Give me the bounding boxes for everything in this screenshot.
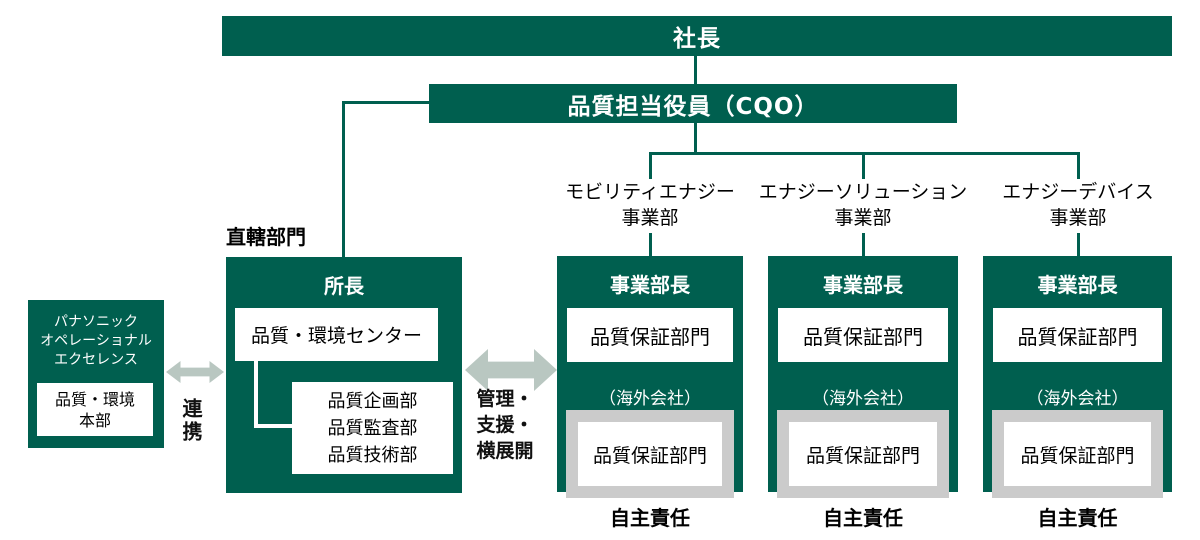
overseas-qa-label: 品質保証部門: [1020, 444, 1135, 467]
qa-department-label: 品質保証部門: [803, 324, 923, 349]
departments-label: 品質企画部 品質監査部 品質技術部: [327, 390, 418, 466]
president-label: 社長: [673, 26, 721, 52]
double-arrow-icon-right: [465, 349, 557, 391]
self-responsibility-label-3: 自主責任: [1037, 506, 1118, 530]
quality-environment-center-box: 品質・環境センター: [235, 308, 438, 361]
qa-department-box: 品質保証部門: [993, 308, 1162, 362]
overseas-qa-label: 品質保証部門: [805, 444, 920, 467]
direct-section-label: 直轄部門: [226, 225, 306, 249]
cqo-bar: 品質担当役員（CQO）: [429, 84, 957, 123]
departments-box: 品質企画部 品質監査部 品質技術部: [292, 382, 453, 474]
overseas-qa-box: 品質保証部門: [789, 422, 937, 486]
qa-department-box: 品質保証部門: [567, 308, 733, 362]
overseas-qa-frame: 品質保証部門: [777, 410, 949, 498]
dept-connector-horizontal: [254, 424, 292, 428]
double-arrow-icon-left: [166, 361, 224, 383]
overseas-label: （海外会社）: [599, 389, 701, 409]
self-responsibility-label-2: 自主責任: [823, 506, 903, 530]
division-label-mobility-energy: モビリティエナジー 事業部: [565, 181, 735, 229]
connector-cqo-left-vertical: [342, 101, 345, 257]
direct-head-label: 所長: [324, 274, 364, 298]
branch-stub-top-2: [862, 152, 865, 179]
overseas-qa-label: 品質保証部門: [592, 444, 707, 467]
self-responsibility-label-1: 自主責任: [610, 506, 690, 530]
qa-department-box: 品質保証部門: [778, 308, 948, 362]
overseas-qa-frame: 品質保証部門: [992, 410, 1163, 498]
connector-cqo-down: [694, 123, 697, 153]
quality-environment-hq-label: 品質・環境 本部: [54, 389, 135, 430]
connector-president-cqo: [694, 56, 697, 84]
manage-support-label: 管理・ 支援・ 横展開: [476, 388, 534, 462]
connector-cqo-left-horizontal: [342, 101, 429, 104]
division-head-label: 事業部長: [823, 273, 903, 297]
branch-stub-bottom-2: [862, 233, 865, 256]
quality-environment-hq-box: 品質・環境 本部: [37, 383, 153, 436]
overseas-qa-box: 品質保証部門: [578, 422, 722, 486]
cqo-label: 品質担当役員（CQO）: [567, 93, 819, 120]
division-box-mobility-energy: 事業部長 品質保証部門 （海外会社） 品質保証部門: [557, 256, 743, 498]
cooperation-label: 連携: [179, 398, 203, 444]
overseas-qa-box: 品質保証部門: [1004, 422, 1151, 486]
division-label-energy-solution: エナジーソリューション 事業部: [758, 181, 968, 229]
overseas-label: （海外会社）: [812, 389, 914, 409]
division-box-energy-solution: 事業部長 品質保証部門 （海外会社） 品質保証部門: [768, 256, 958, 498]
qa-department-label: 品質保証部門: [1017, 324, 1138, 349]
direct-control-box: 所長 品質・環境センター 品質企画部 品質監査部 品質技術部: [226, 257, 462, 493]
branch-stub-top-1: [649, 152, 652, 179]
division-box-energy-device: 事業部長 品質保証部門 （海外会社） 品質保証部門: [983, 256, 1172, 498]
division-head-label: 事業部長: [610, 273, 690, 297]
division-label-energy-device: エナジーデバイス 事業部: [1002, 181, 1154, 229]
panasonic-ox-box: パナソニック オペレーショナル エクセレンス 品質・環境 本部: [28, 300, 164, 448]
overseas-qa-frame: 品質保証部門: [566, 410, 734, 498]
branch-stub-top-3: [1077, 152, 1080, 179]
dept-connector-vertical: [254, 361, 258, 428]
panasonic-ox-title: パナソニック オペレーショナル エクセレンス: [40, 314, 152, 368]
president-bar: 社長: [222, 16, 1172, 56]
overseas-label: （海外会社）: [1026, 389, 1129, 409]
quality-environment-center-label: 品質・環境センター: [250, 325, 422, 347]
branch-stub-bottom-1: [649, 233, 652, 256]
branch-stub-bottom-3: [1077, 233, 1080, 256]
qa-department-label: 品質保証部門: [590, 324, 710, 349]
division-head-label: 事業部長: [1037, 273, 1118, 297]
